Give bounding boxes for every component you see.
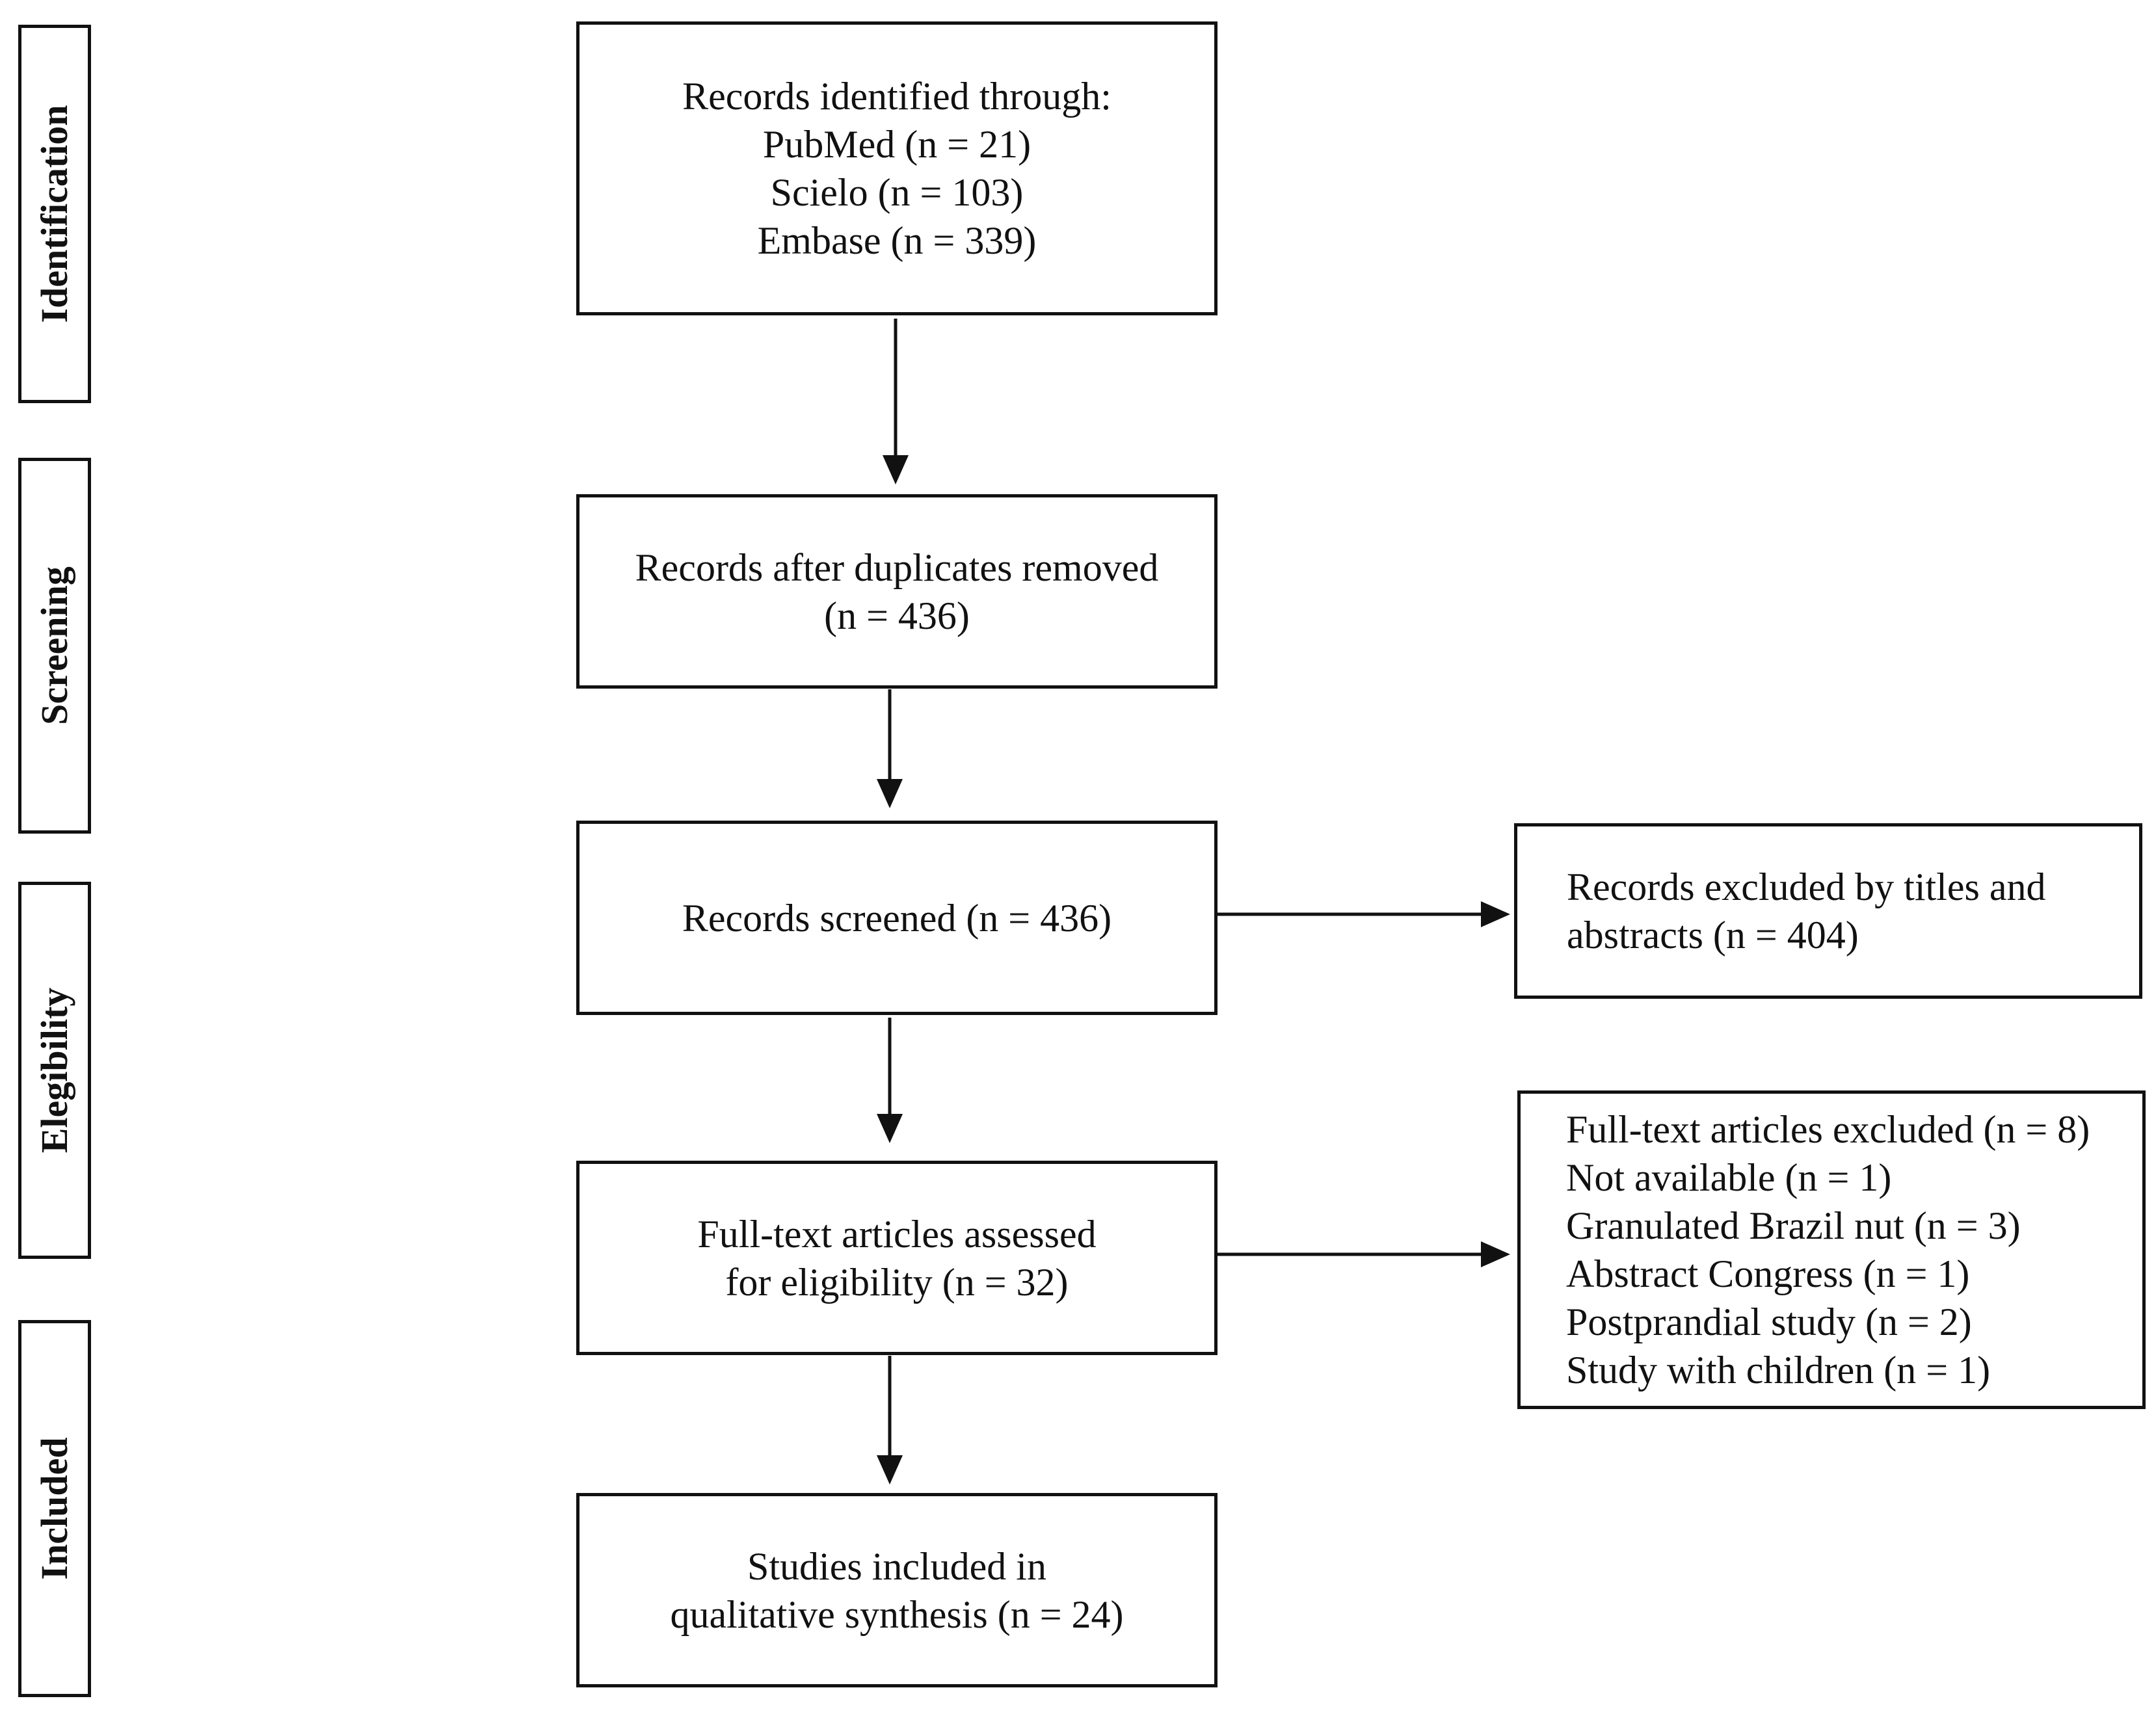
fulltext-excluded-line-1: Full-text articles excluded (n = 8)	[1566, 1108, 2090, 1151]
fulltext-excluded-line-4: Abstract Congress (n = 1)	[1566, 1252, 1970, 1295]
arrow-identified-to-duplicates	[883, 319, 909, 484]
identified-line-4: Embase (n = 339)	[757, 219, 1037, 262]
stage-screening: Screening	[18, 458, 91, 834]
excluded-titles-line-2: abstracts (n = 404)	[1567, 914, 1859, 957]
screened-line-1: Records screened (n = 436)	[682, 896, 1112, 940]
box-duplicates-removed: Records after duplicates removed (n = 43…	[576, 494, 1218, 689]
stage-eligibility: Elegibility	[18, 882, 91, 1259]
assessed-line-2: for eligibility (n = 32)	[725, 1260, 1069, 1304]
fulltext-excluded-line-2: Not available (n = 1)	[1566, 1156, 1892, 1199]
arrow-fulltext-to-excluded	[1218, 1241, 1510, 1267]
stage-identification: Identification	[18, 25, 91, 403]
box-studies-included: Studies included in qualitative synthesi…	[576, 1493, 1218, 1687]
duplicates-line-2: (n = 436)	[824, 594, 970, 637]
box-records-screened: Records screened (n = 436)	[576, 821, 1218, 1015]
box-records-identified: Records identified through: PubMed (n = …	[576, 21, 1218, 315]
arrow-fulltext-to-included	[877, 1356, 903, 1485]
fulltext-excluded-line-6: Study with children (n = 1)	[1566, 1349, 1991, 1392]
identified-line-2: PubMed (n = 21)	[762, 123, 1031, 166]
stage-included: Included	[18, 1320, 91, 1697]
identified-line-3: Scielo (n = 103)	[770, 171, 1024, 214]
fulltext-excluded-line-5: Postprandial study (n = 2)	[1566, 1300, 1972, 1343]
arrow-screened-to-excluded	[1218, 901, 1510, 927]
duplicates-line-1: Records after duplicates removed	[635, 546, 1159, 589]
included-line-2: qualitative synthesis (n = 24)	[670, 1592, 1124, 1636]
assessed-line-1: Full-text articles assessed	[697, 1212, 1097, 1256]
fulltext-excluded-line-3: Granulated Brazil nut (n = 3)	[1566, 1204, 2021, 1247]
box-excluded-titles: Records excluded by titles and abstracts…	[1514, 823, 2142, 999]
identified-line-1: Records identified through:	[682, 75, 1111, 118]
box-full-text-assessed: Full-text articles assessed for eligibil…	[576, 1161, 1218, 1355]
box-full-text-excluded: Full-text articles excluded (n = 8) Not …	[1517, 1090, 2146, 1409]
arrow-screened-to-fulltext	[877, 1018, 903, 1143]
included-line-1: Studies included in	[747, 1544, 1046, 1588]
arrow-duplicates-to-screened	[877, 689, 903, 808]
excluded-titles-line-1: Records excluded by titles and	[1567, 865, 2046, 908]
